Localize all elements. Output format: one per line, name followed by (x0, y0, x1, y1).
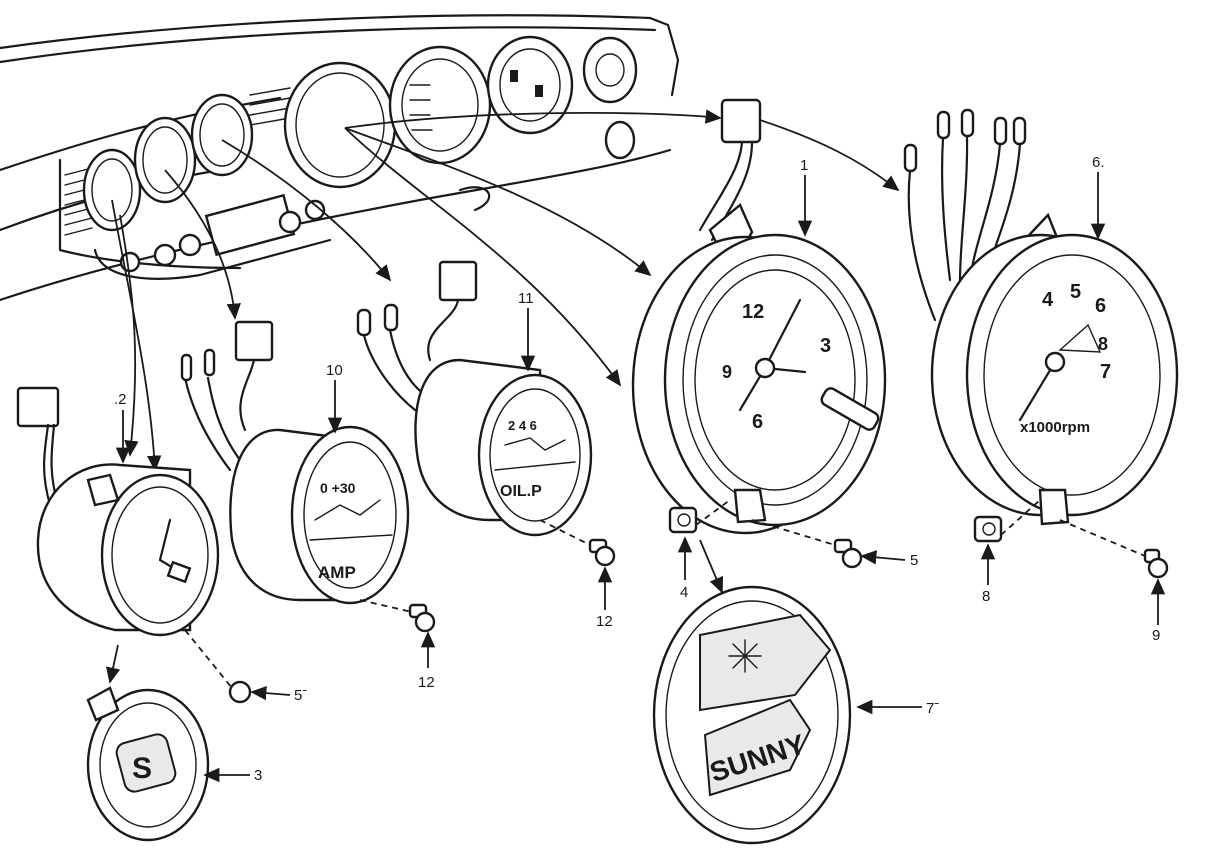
starburst-icon (728, 639, 762, 673)
ammeter-gauge: AMP 0 +30 (180, 320, 410, 605)
oil-pressure-scale-text: 2 4 6 (508, 418, 537, 433)
callout-8: 8 (982, 588, 990, 605)
screw-5-right (833, 538, 863, 569)
tachometer-gauge: 4 5 6 7 8 x1000rpm (903, 108, 1179, 526)
badge-s-text: S (132, 752, 152, 785)
oil-pressure-label-text: OIL.P (500, 483, 542, 500)
callout-labels: 1 .2 3 4 5 5ˉ 6. 7ˉ 8 9 10 11 12 12 (114, 154, 1160, 784)
speedo-3-text: 3 (820, 335, 831, 357)
callout-2: .2 (114, 391, 127, 408)
ammeter-scale-text: 0 +30 (320, 480, 356, 496)
callout-7: 7ˉ (926, 700, 939, 717)
screw-12-left (408, 603, 436, 633)
callout-11: 11 (518, 290, 534, 307)
callout-1: 1 (800, 157, 808, 174)
dashboard-panel (0, 14, 680, 302)
sunny-cover: SUNNY (652, 585, 852, 845)
speedo-6-text: 6 (752, 411, 763, 433)
dash-leader-arrows (111, 109, 900, 472)
tach-6-text: 6 (1095, 295, 1106, 317)
callout-5-left: 5ˉ (294, 687, 307, 704)
callout-10: 10 (326, 362, 343, 379)
speedometer-gauge: 12 3 6 9 (631, 98, 887, 535)
callout-12-left: 12 (418, 674, 435, 691)
tach-5-text: 5 (1070, 281, 1081, 303)
ammeter-label-text: AMP (318, 563, 356, 582)
speedo-12-text: 12 (742, 301, 764, 323)
screw-12-right (588, 538, 616, 567)
tach-7-text: 7 (1100, 361, 1111, 383)
tach-4-text: 4 (1042, 289, 1054, 311)
bulb-socket-4 (668, 506, 698, 534)
callout-arrows (106, 172, 1166, 783)
speedo-9-text: 9 (722, 362, 732, 382)
callout-6: 6. (1092, 154, 1105, 171)
bulb-socket-8 (973, 515, 1003, 543)
hardware-parts (184, 499, 1169, 704)
clock-gauge (16, 386, 220, 637)
oil-pressure-gauge: OIL.P 2 4 6 (356, 260, 593, 537)
clock-bezel: S (86, 686, 210, 842)
callout-9: 9 (1152, 627, 1160, 644)
tach-unit-text: x1000rpm (1020, 419, 1090, 436)
callout-4: 4 (680, 584, 688, 601)
screw-5-left (228, 680, 252, 704)
callout-12-right: 12 (596, 613, 613, 630)
tach-8-text: 8 (1098, 334, 1108, 354)
callout-5-right: 5 (910, 552, 918, 569)
callout-3: 3 (254, 767, 262, 784)
screw-9 (1143, 548, 1169, 579)
